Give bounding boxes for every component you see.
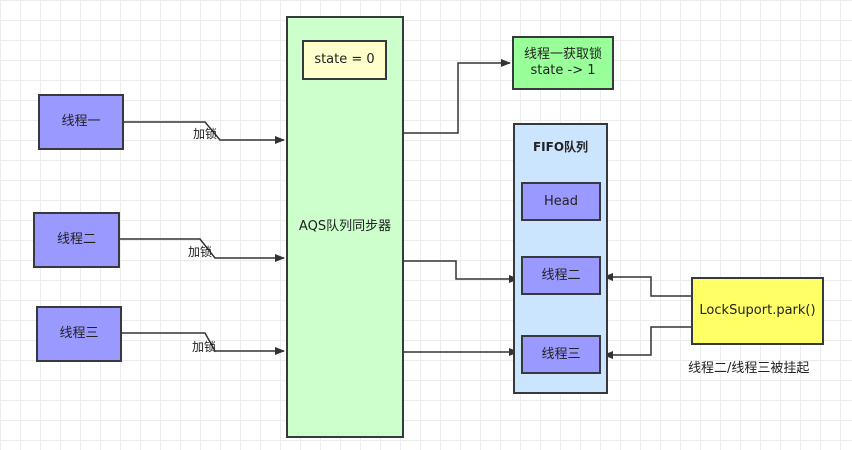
lock-support-park-label: LockSuport.park() (699, 303, 816, 318)
thread-three-box[interactable]: 线程三 (36, 306, 122, 362)
thread-one-label: 线程一 (61, 114, 101, 129)
edge-park-to-node2 (603, 273, 691, 297)
thread-one-box[interactable]: 线程一 (38, 94, 124, 150)
state-box[interactable]: state = 0 (302, 40, 387, 80)
edge-label-lock-3: 加锁 (192, 340, 217, 354)
queue-node-head-label: Head (544, 193, 578, 209)
thread-two-label: 线程二 (56, 232, 96, 247)
edge-aqs-to-acquired (404, 59, 511, 134)
lock-acquired-line2: state -> 1 (530, 63, 596, 78)
edge-park-to-node3 (603, 326, 691, 359)
thread-two-box[interactable]: 线程二 (33, 212, 120, 268)
queue-node-thread-three-label: 线程三 (541, 346, 581, 362)
queue-node-thread-three[interactable]: 线程三 (521, 335, 601, 374)
edge-thread2-to-aqs (119, 238, 285, 262)
edge-aqs-to-node2 (404, 260, 519, 283)
queue-node-head[interactable]: Head (521, 182, 601, 221)
lock-support-park-box[interactable]: LockSuport.park() (691, 277, 824, 345)
edge-label-lock-2: 加锁 (188, 245, 213, 259)
edge-label-lock-1: 加锁 (193, 127, 218, 141)
lock-acquired-line1: 线程一获取锁 (523, 47, 602, 62)
lock-acquired-box[interactable]: 线程一获取锁 state -> 1 (512, 36, 614, 90)
queue-node-thread-two-label: 线程二 (541, 267, 581, 283)
state-label: state = 0 (314, 52, 375, 67)
aqs-label: AQS队列同步器 (298, 219, 392, 234)
edge-thread1-to-aqs (123, 121, 285, 144)
aqs-synchronizer-box[interactable]: AQS队列同步器 (286, 16, 404, 438)
fifo-queue-title: FIFO队列 (532, 140, 589, 154)
queue-node-thread-two[interactable]: 线程二 (521, 256, 601, 295)
edge-thread3-to-aqs (121, 332, 285, 355)
thread-three-label: 线程三 (59, 326, 99, 341)
park-caption: 线程二/线程三被挂起 (688, 361, 810, 376)
